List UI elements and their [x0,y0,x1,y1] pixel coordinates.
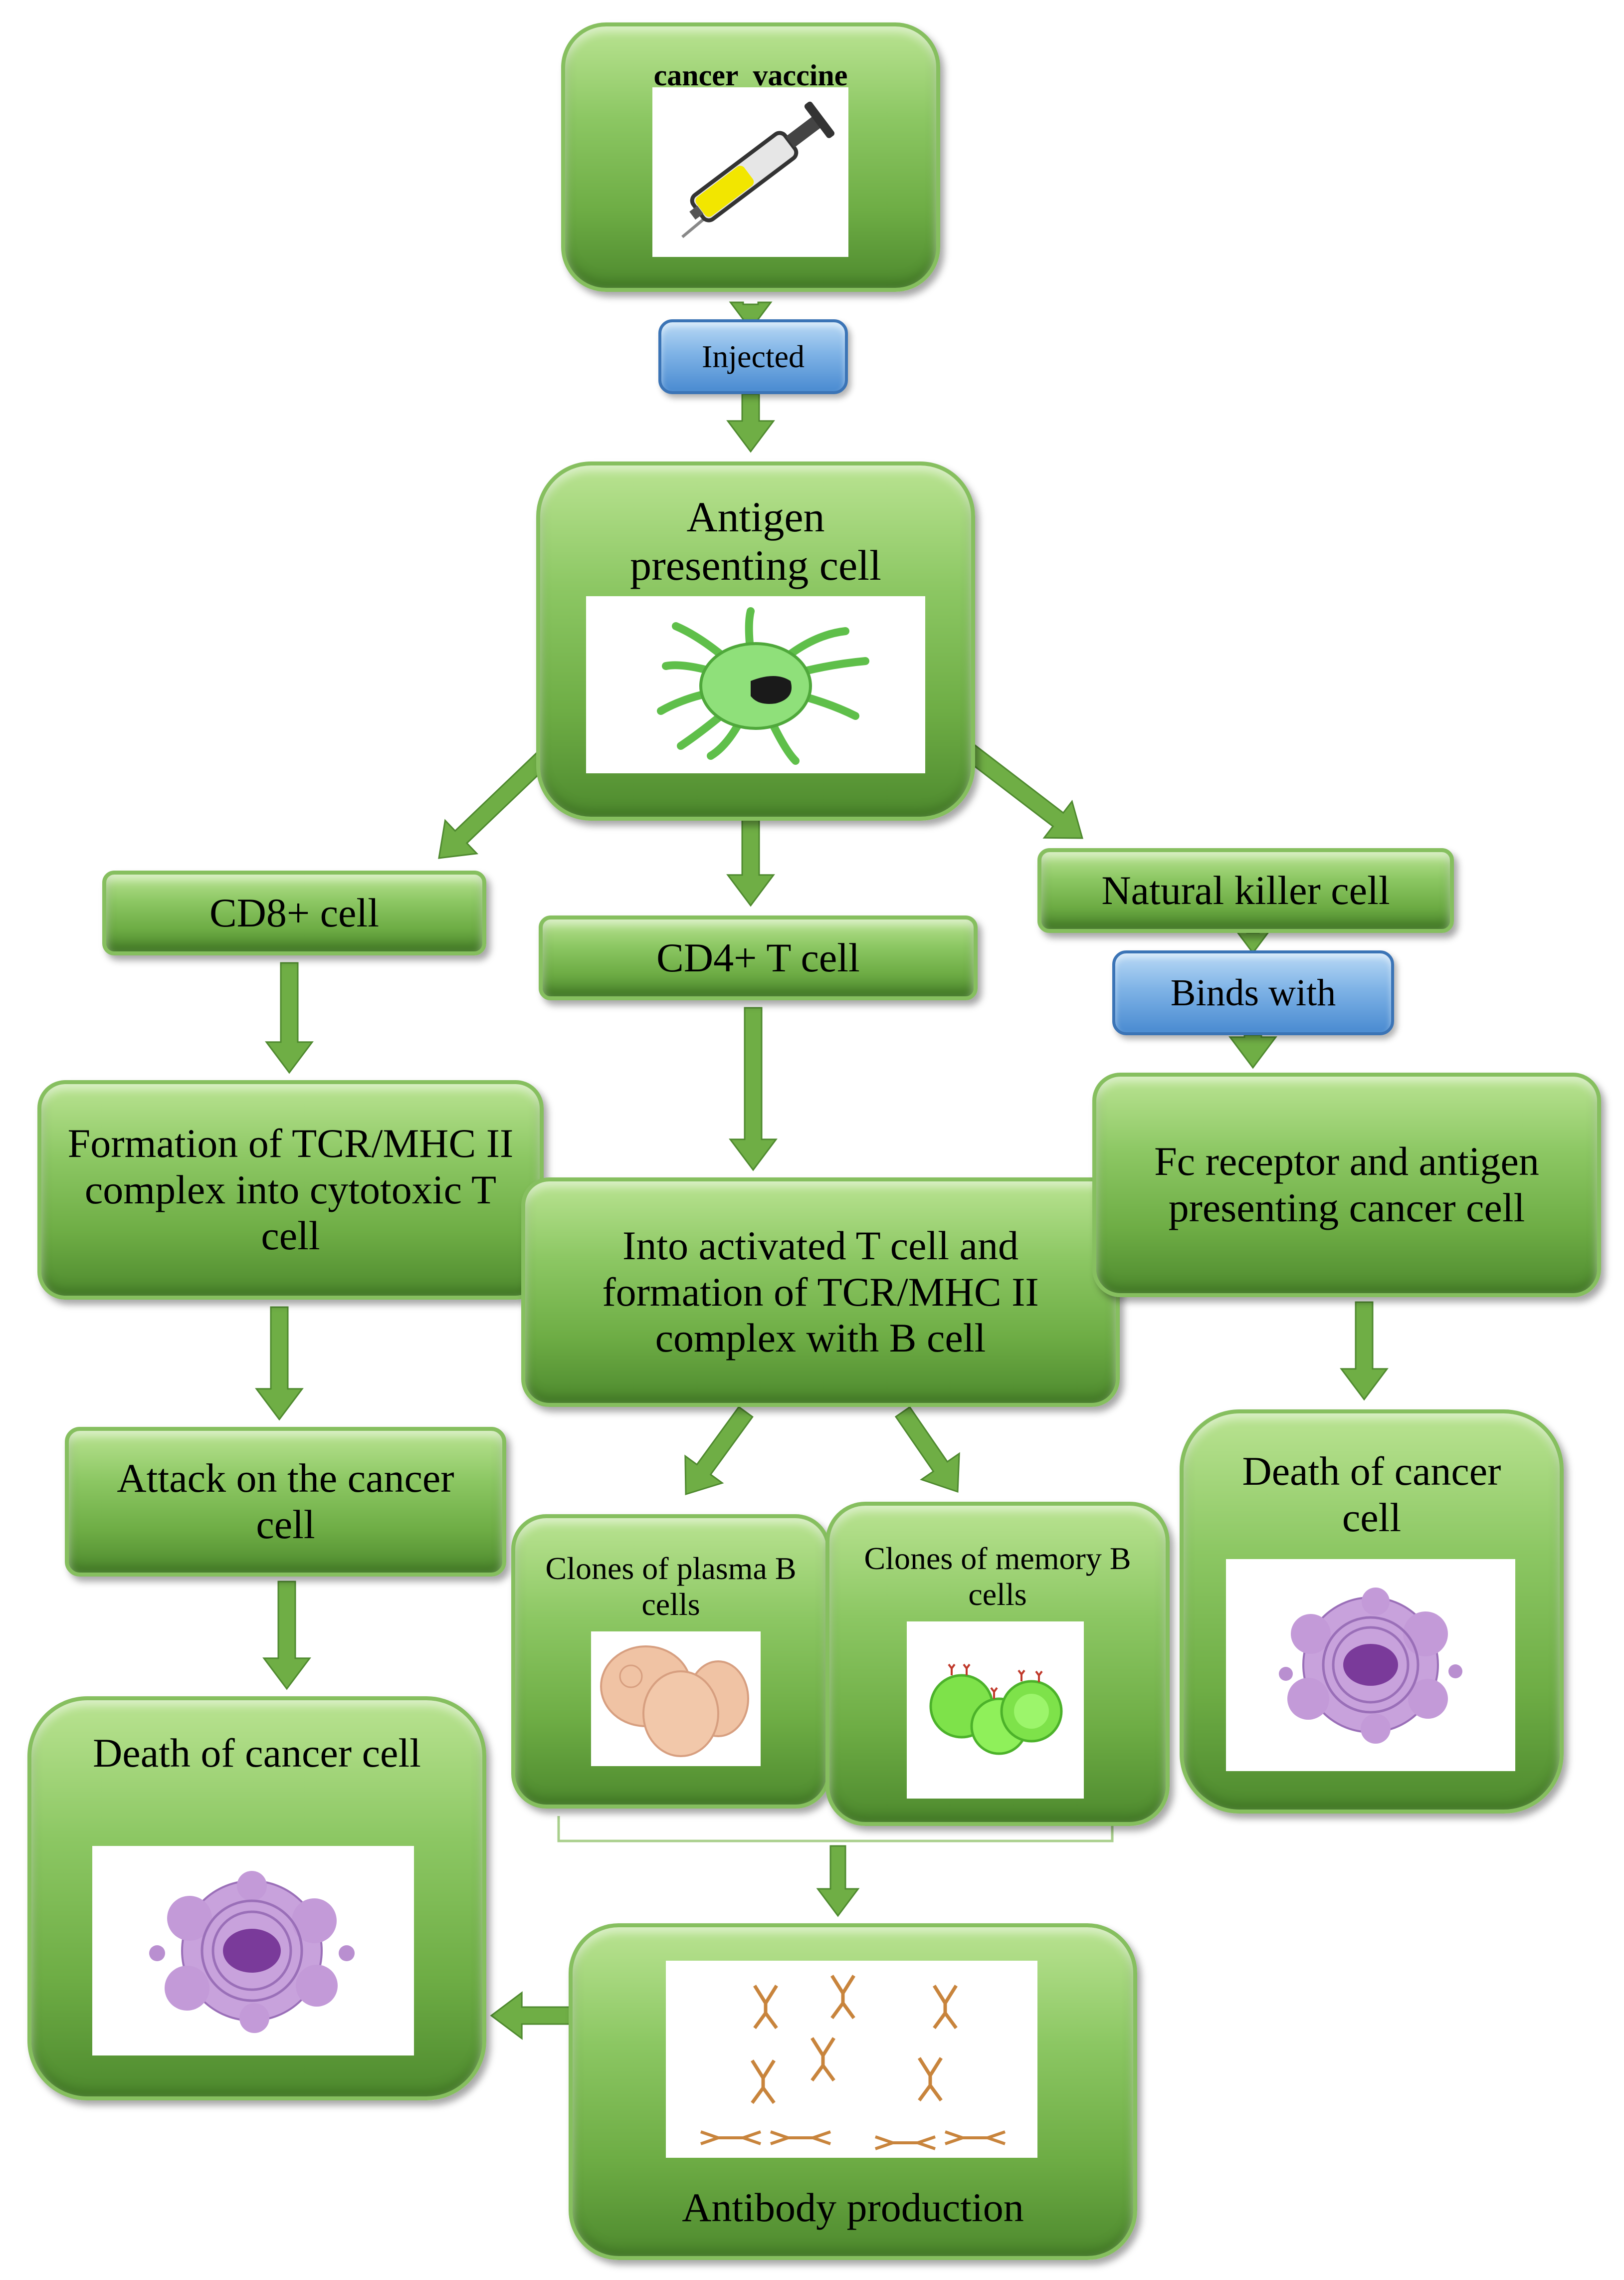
injected-connector: Injected [658,319,848,394]
cancer-cell-icon [149,1871,355,2033]
cancer-vaccine-label: cancer vaccine [653,59,848,92]
attack-box: Attack on the cancer cell [65,1427,506,1577]
arrow-binds-to-fc [1228,1034,1277,1069]
cd8-cell-label: CD8+ cell [209,890,379,935]
death-right-label: Death of cancer cell [1242,1448,1501,1540]
plasma-b-cells-image [591,1631,761,1766]
arrow-fc-to-death [1340,1301,1389,1401]
antibody-glyph [811,2037,835,2082]
cancer-cell-icon [1279,1588,1462,1744]
antibody-image [666,1961,1037,2158]
dendritic-cell-icon [657,607,869,765]
memory-b-cells-label: Clones of memory B cells [864,1541,1131,1612]
natural-killer-cell-label: Natural killer cell [1101,867,1390,913]
fc-receptor-box: Fc receptor and antigen presenting cance… [1092,1073,1601,1297]
arrow-cd8-to-tcr [265,962,314,1074]
binds-with-label: Binds with [1170,971,1336,1014]
antibody-glyph [830,1975,855,2020]
activated-t-cell-label: Into activated T cell and formation of T… [602,1223,1039,1361]
antibody-glyph [933,1985,958,2030]
antibody-glyph [700,2130,761,2145]
cd4-cell-box: CD4+ T cell [539,915,978,1000]
arrow-cd4-to-activated [729,1007,778,1171]
antibody-glyph [770,2130,831,2145]
death-left-image [92,1846,414,2055]
arrow-clones-to-antibody [816,1845,860,1917]
antibody-production-label: Antibody production [682,2185,1024,2231]
cd8-cell-box: CD8+ cell [102,871,486,955]
arrow-nk-to-binds [1235,930,1271,954]
injected-label: Injected [701,339,805,374]
arrow-attack-to-death [262,1581,311,1690]
death-right-image [1226,1559,1515,1771]
antibody-glyph [875,2135,936,2150]
antibody-icon [700,1975,1006,2150]
antibody-production-box: Antibody production [569,1923,1137,2260]
antigen-presenting-cell-label: Antigen presenting cell [630,493,881,590]
clones-bracket [557,1816,1114,1842]
tcr-formation-box: Formation of TCR/MHC II complex into cyt… [37,1080,544,1300]
arrow-apc-to-nk [959,740,1083,839]
plasma-b-cells-label: Clones of plasma B cells [545,1551,797,1622]
apc-image [586,596,925,773]
antibody-glyph [945,2130,1006,2145]
tcr-formation-label: Formation of TCR/MHC II complex into cyt… [67,1121,514,1259]
natural-killer-cell-box: Natural killer cell [1037,848,1454,933]
arrow-activated-to-memory [894,1406,960,1493]
arrow-vaccine-to-injected [729,301,773,331]
binds-with-connector: Binds with [1112,950,1394,1035]
memory-b-cells-image [907,1621,1084,1799]
arrow-tcr-to-attack [255,1306,304,1421]
antibody-glyph [918,2057,943,2102]
antibody-glyph [753,1985,778,2030]
cd4-cell-label: CD4+ T cell [656,934,860,980]
fc-receptor-label: Fc receptor and antigen presenting cance… [1154,1139,1539,1230]
death-left-label: Death of cancer cell [93,1730,421,1776]
attack-label: Attack on the cancer cell [117,1455,454,1547]
activated-t-cell-box: Into activated T cell and formation of T… [521,1177,1120,1407]
syringe-image [652,87,848,257]
syringe-icon [681,101,835,238]
plasma-cell-icon [600,1645,749,1757]
memory-cell-icon [929,1663,1063,1755]
arrow-injected-to-apc [726,393,775,453]
antibody-glyph [751,2059,776,2104]
arrow-activated-to-plasma [684,1405,754,1496]
